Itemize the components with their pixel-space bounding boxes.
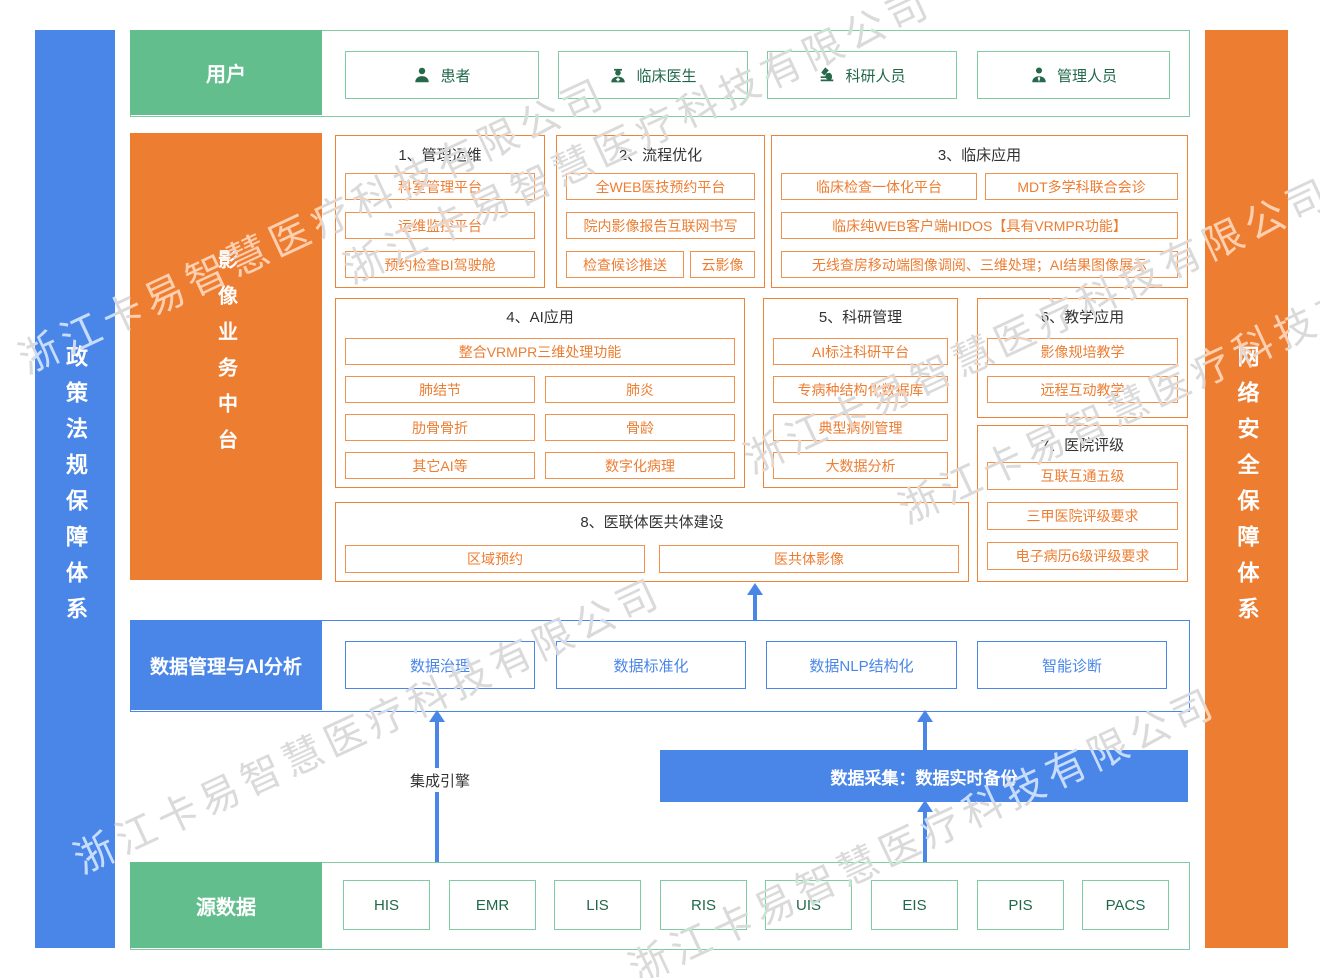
user-item-label: 管理人员	[1056, 67, 1117, 85]
platform-item: 肋骨骨折	[345, 414, 535, 441]
platform-item: 电子病历6级评级要求	[987, 542, 1178, 570]
admin-icon	[1030, 66, 1048, 84]
platform-item: MDT多学科联合会诊	[985, 173, 1178, 200]
section-title: 4、AI应用	[506, 309, 574, 326]
platform-item: 医共体影像	[659, 545, 959, 573]
platform-item: 其它AI等	[345, 452, 535, 479]
platform-item: 预约检查BI驾驶舱	[345, 251, 535, 278]
users-row-label: 用户	[130, 30, 322, 115]
up-arrow	[917, 710, 933, 722]
data-ai-row-label: 数据管理与AI分析	[130, 620, 322, 710]
platform-item: 三甲医院评级要求	[987, 502, 1178, 530]
platform-item: 骨龄	[545, 414, 735, 441]
up-arrow	[747, 583, 763, 595]
data-ai-item: 数据NLP结构化	[766, 641, 957, 689]
platform-item: 专病种结构化数据库	[773, 376, 948, 403]
policy-regulation-sidebar: 政策法规保障体系	[35, 30, 115, 948]
source-item-emr: EMR	[449, 880, 536, 930]
data-collection-banner: 数据采集：数据实时备份	[660, 750, 1188, 802]
platform-item: 院内影像报告互联网书写	[566, 212, 755, 239]
platform-item: 临床检查一体化平台	[781, 173, 977, 200]
platform-item: 互联互通五级	[987, 462, 1178, 490]
up-arrow-shaft	[923, 722, 927, 750]
network-security-sidebar-label: 网络安全保障体系	[1234, 345, 1260, 633]
user-item-label: 临床医生	[636, 67, 697, 85]
user-item-clinician: 临床医生	[558, 51, 748, 99]
microscope-icon	[818, 66, 836, 84]
platform-item: 整合VRMPR三维处理功能	[345, 338, 735, 365]
integration-engine-label: 集成引擎	[398, 768, 482, 792]
source-item-uis: UIS	[765, 880, 852, 930]
section-title: 2、流程优化	[618, 147, 703, 164]
platform-item: 临床纯WEB客户端HIDOS【具有VRMPR功能】	[781, 212, 1178, 239]
platform-item: 大数据分析	[773, 452, 948, 479]
up-arrow	[917, 800, 933, 812]
watermark-text: 浙江卡易智慧医疗科技有限公司	[67, 570, 670, 883]
policy-regulation-sidebar-label: 政策法规保障体系	[63, 345, 88, 633]
platform-item: 云影像	[690, 251, 755, 278]
section-title: 8、医联体医共体建设	[580, 514, 724, 531]
platform-item: 运维监控平台	[345, 212, 535, 239]
section-title: 5、科研管理	[818, 309, 903, 326]
section-title: 3、临床应用	[937, 147, 1022, 164]
data-ai-item: 数据治理	[345, 641, 535, 689]
source-item-eis: EIS	[871, 880, 958, 930]
up-arrow	[429, 710, 445, 722]
source-item-ris: RIS	[660, 880, 747, 930]
platform-item: 无线查房移动端图像调阅、三维处理；AI结果图像展示	[781, 251, 1178, 278]
platform-item: 典型病例管理	[773, 414, 948, 441]
integration-engine-arrow-shaft	[435, 722, 439, 862]
user-item-label: 科研人员	[845, 67, 906, 85]
user-item-admin: 管理人员	[977, 51, 1170, 99]
platform-item: 数字化病理	[545, 452, 735, 479]
platform-item: 全WEB医技预约平台	[566, 173, 755, 200]
up-arrow-shaft	[923, 812, 927, 862]
section-title: 1、管理运维	[398, 147, 482, 164]
platform-item: 区域预约	[345, 545, 645, 573]
patient-icon	[413, 66, 431, 84]
platform-item: 科室管理平台	[345, 173, 535, 200]
up-arrow-shaft	[753, 595, 757, 620]
imaging-platform-label: 影像业务中台	[214, 248, 237, 465]
doctor-icon	[609, 66, 627, 84]
platform-item: 肺结节	[345, 376, 535, 403]
platform-item: 肺炎	[545, 376, 735, 403]
network-security-sidebar: 网络安全保障体系	[1205, 30, 1288, 948]
platform-item: 检查候诊推送	[566, 251, 684, 278]
user-item-label: 患者	[440, 67, 471, 85]
data-ai-item: 智能诊断	[977, 641, 1167, 689]
source-item-pis: PIS	[977, 880, 1064, 930]
imaging-platform-panel: 影像业务中台	[130, 133, 322, 580]
user-item-patient: 患者	[345, 51, 539, 99]
platform-item: 远程互动教学	[987, 376, 1178, 403]
source-item-pacs: PACS	[1082, 880, 1169, 930]
platform-item: AI标注科研平台	[773, 338, 948, 365]
source-item-lis: LIS	[554, 880, 641, 930]
section-title: 7、医院评级	[1040, 437, 1125, 454]
section-title: 6、教学应用	[1040, 309, 1125, 326]
source-item-his: HIS	[343, 880, 430, 930]
data-ai-item: 数据标准化	[556, 641, 746, 689]
user-item-researcher: 科研人员	[767, 51, 957, 99]
platform-item: 影像规培教学	[987, 338, 1178, 365]
source-row-label: 源数据	[130, 862, 322, 948]
